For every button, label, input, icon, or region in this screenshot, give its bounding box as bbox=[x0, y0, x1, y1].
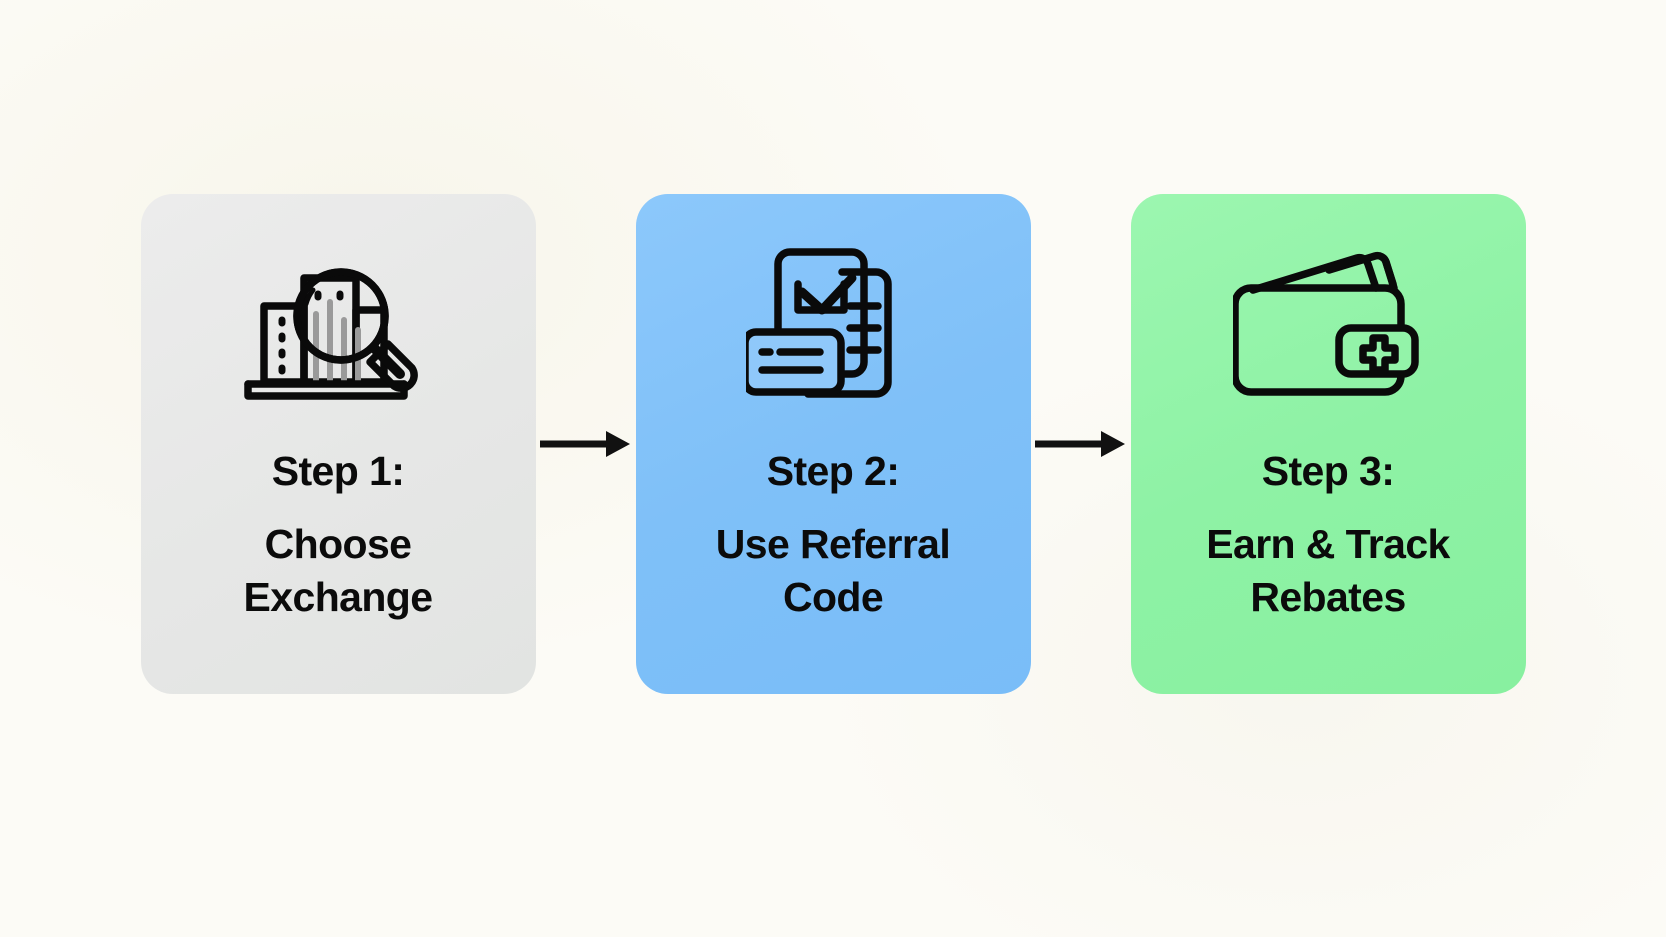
step-2-description: Use Referral Code bbox=[715, 521, 951, 620]
step-3-title: Step 3: bbox=[1261, 447, 1395, 494]
step-3-description: Earn & Track Rebates bbox=[1206, 521, 1450, 620]
step-card-1[interactable]: Step 1: Choose Exchange bbox=[140, 193, 536, 694]
step-3-labels: Step 3: Earn & Track Rebates bbox=[1131, 447, 1526, 624]
step-1-description: Choose Exchange bbox=[243, 521, 433, 620]
step-2-labels: Step 2: Use Referral Code bbox=[636, 447, 1031, 624]
step-card-2[interactable]: Step 2: Use Referral Code bbox=[635, 193, 1031, 694]
steps-rail: Step 1: Choose Exchange bbox=[140, 193, 1526, 694]
step-1-labels: Step 1: Choose Exchange bbox=[141, 447, 536, 624]
arrow-right-icon bbox=[539, 430, 630, 457]
step-1-title: Step 1: bbox=[271, 447, 405, 494]
building-search-icon bbox=[141, 194, 536, 449]
arrow-right-icon bbox=[1034, 430, 1125, 457]
step-card-3[interactable]: Step 3: Earn & Track Rebates bbox=[1130, 193, 1526, 694]
document-checklist-icon bbox=[636, 194, 1031, 449]
wallet-plus-icon bbox=[1131, 194, 1526, 449]
connector-2-3 bbox=[1031, 194, 1131, 694]
connector-1-2 bbox=[536, 194, 636, 694]
step-2-title: Step 2: bbox=[766, 447, 900, 494]
